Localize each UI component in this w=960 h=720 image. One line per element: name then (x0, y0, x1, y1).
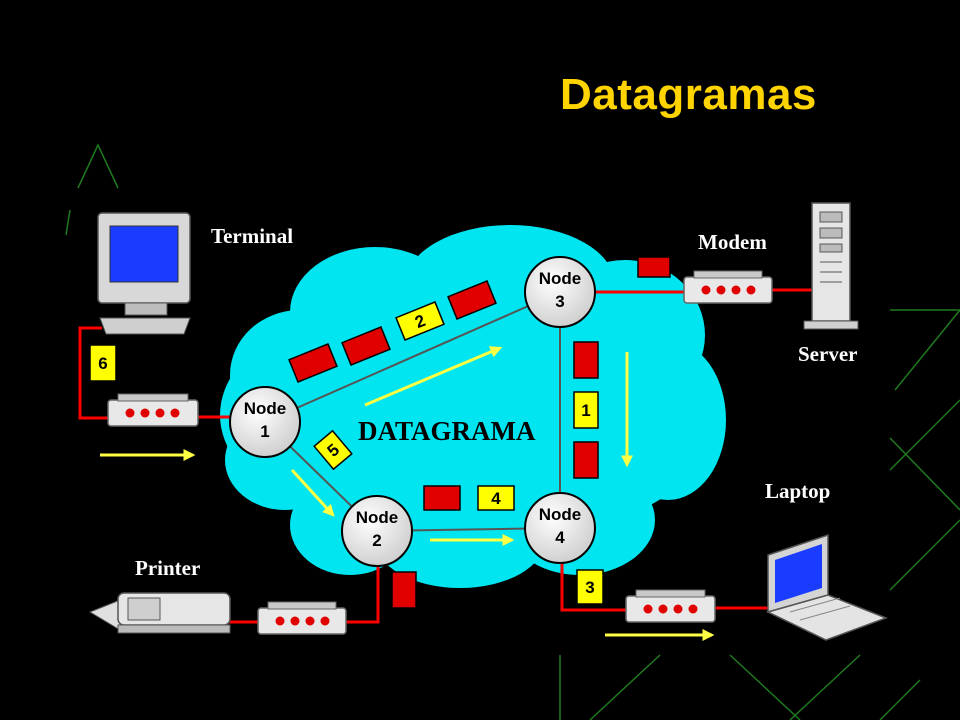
cloud-label: DATAGRAMA (358, 416, 536, 446)
page-title: Datagramas (560, 70, 817, 119)
terminal-icon (97, 212, 191, 335)
arrow-node1-node2 (290, 468, 335, 517)
red-packet (447, 280, 497, 320)
packet-5: 5 (313, 429, 353, 471)
red-packet (637, 256, 671, 278)
node-2-number: 2 (372, 531, 381, 550)
packet-4-label: 4 (491, 489, 501, 508)
node-3-name: Node (539, 269, 582, 288)
node-1: Node 1 (229, 386, 301, 458)
packet-4: 4 (477, 485, 515, 511)
red-packet (288, 343, 338, 383)
modem-label: Modem (698, 230, 767, 254)
red-packet (423, 485, 461, 511)
node-2: Node 2 (341, 495, 413, 567)
red-packet (573, 341, 599, 379)
node-4-name: Node (539, 505, 582, 524)
packet-2: 2 (395, 301, 445, 341)
packet-6-label: 6 (98, 354, 107, 373)
arrow-node1-node3 (364, 346, 503, 407)
link-node4-modem (560, 560, 626, 612)
link-terminal-modem (78, 326, 108, 420)
terminal-label: Terminal (211, 224, 293, 248)
flow-arrows (100, 346, 715, 641)
node-1-name: Node (244, 399, 287, 418)
modem-icon (257, 601, 347, 635)
link-modem-node2 (346, 565, 380, 624)
decorative-lines (65, 143, 960, 720)
node-4: Node 4 (524, 492, 596, 564)
modem-icon (625, 589, 716, 623)
server-label: Server (798, 342, 857, 366)
packet-3: 3 (576, 569, 604, 605)
red-packet (573, 441, 599, 479)
link-node1-node3 (264, 291, 561, 423)
laptop-icon (765, 533, 889, 641)
packet-1: 1 (573, 391, 599, 429)
packet-6: 6 (89, 344, 117, 382)
packet-1-label: 1 (581, 401, 590, 420)
external-links (78, 288, 812, 624)
packet-3-label: 3 (585, 578, 594, 597)
printer-icon (88, 592, 231, 634)
node-3-number: 3 (555, 292, 564, 311)
laptop-label: Laptop (765, 479, 830, 503)
node-4-number: 4 (555, 528, 565, 547)
red-packets (288, 256, 671, 609)
modem-icon (683, 270, 773, 304)
node-3: Node 3 (524, 256, 596, 328)
server-icon (803, 202, 859, 330)
red-packet (391, 571, 417, 609)
red-packet (341, 326, 391, 366)
node-1-number: 1 (260, 422, 269, 441)
node-2-name: Node (356, 508, 399, 527)
modem-icon (107, 393, 199, 427)
printer-label: Printer (135, 556, 200, 580)
